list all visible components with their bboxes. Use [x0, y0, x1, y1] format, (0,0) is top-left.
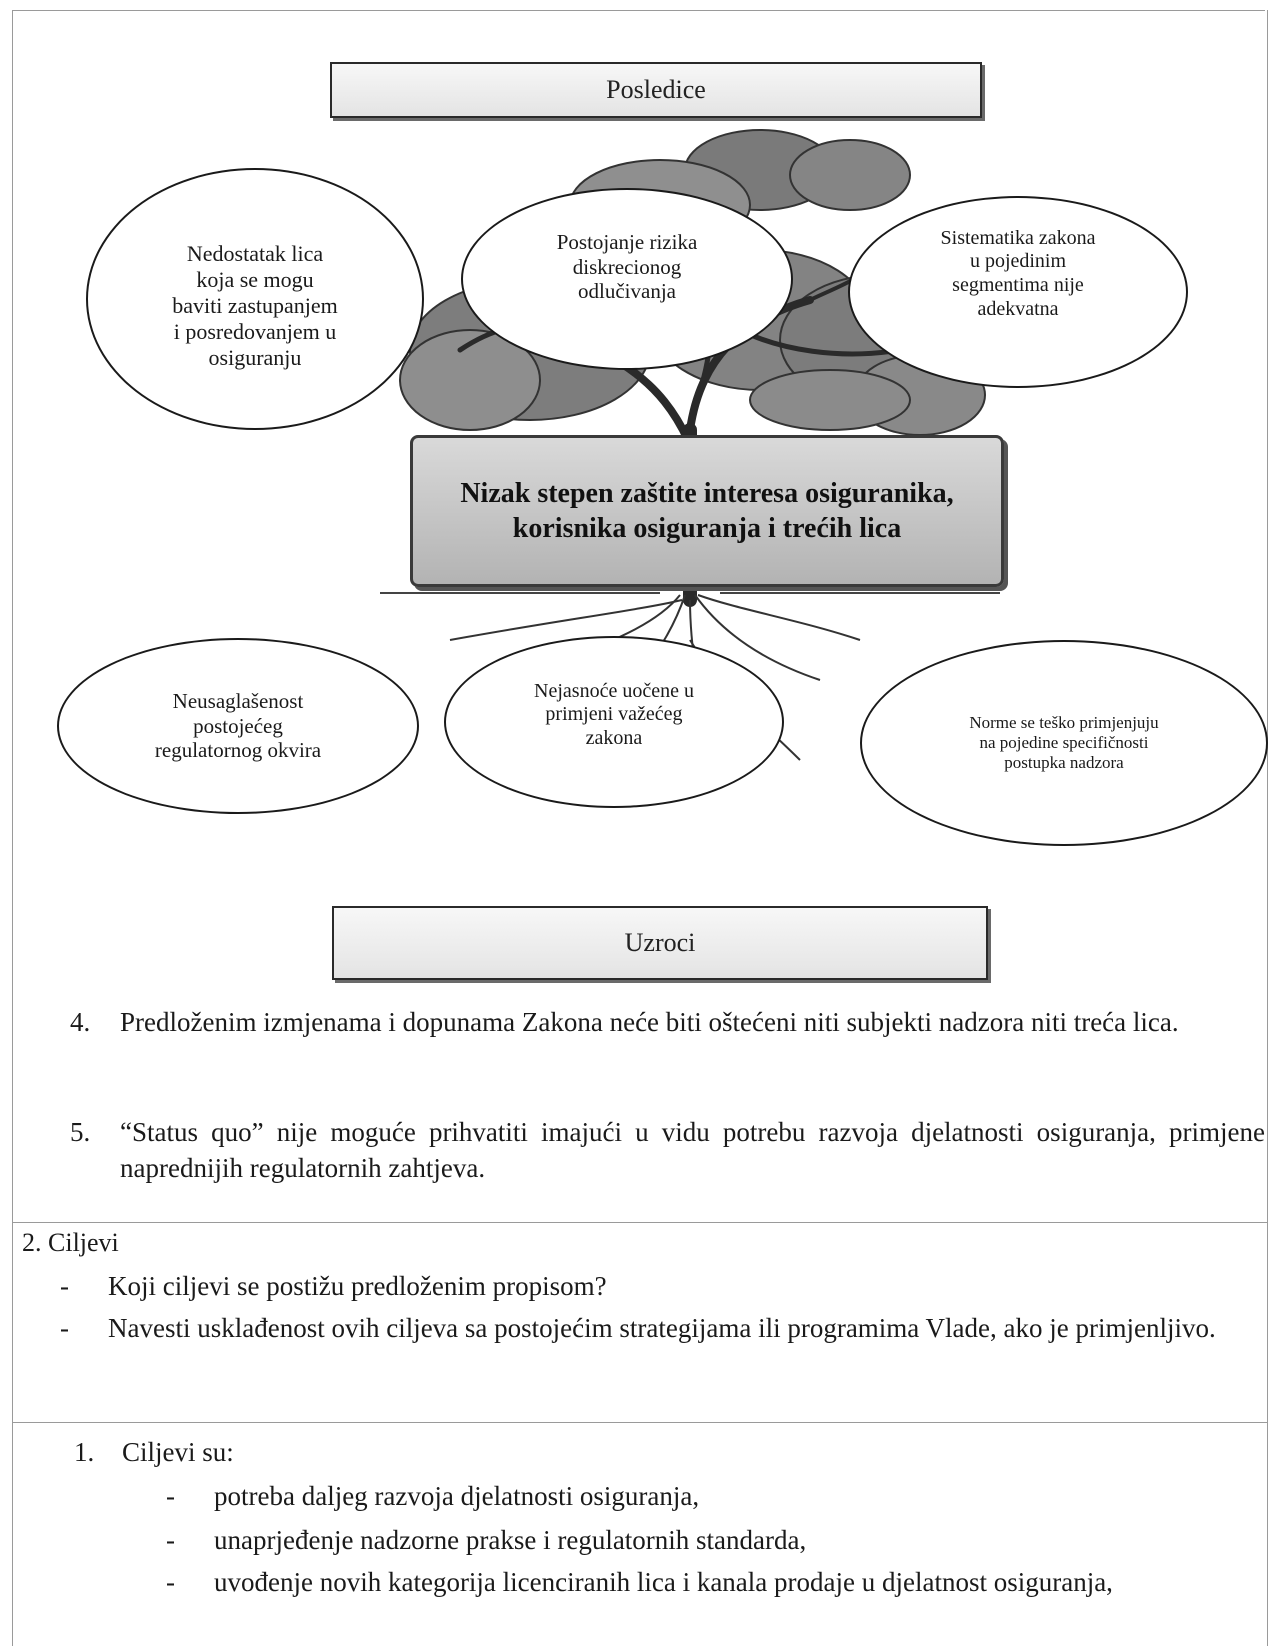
cause-ellipse-1: Neusaglašenost postojećeg regulatornog o…	[57, 638, 419, 814]
goal-text: potreba daljeg razvoja djelatnosti osigu…	[214, 1481, 700, 1511]
cause-2-line-1: Nejasnoće uočene u	[534, 679, 694, 702]
causes-label: Uzroci	[332, 906, 988, 980]
consequence-3-line-2: u pojedinim	[969, 250, 1067, 273]
goal-item: - uvođenje novih kategorija licenciranih…	[166, 1562, 1266, 1602]
goal-text: unaprjeđenje nadzorne prakse i regulator…	[214, 1525, 807, 1555]
goal-item: - potreba daljeg razvoja djelatnosti osi…	[166, 1476, 1266, 1516]
goal-item: - unaprjeđenje nadzorne prakse i regulat…	[166, 1520, 1266, 1560]
goal-text: uvođenje novih kategorija licenciranih l…	[214, 1567, 1113, 1597]
consequence-1-line-1: Nedostatak lica	[186, 241, 324, 267]
cause-2-line-2: primjeni važećeg	[545, 703, 683, 726]
question-item: - Navesti usklađenost ovih ciljeva sa po…	[60, 1310, 1265, 1346]
question-text: Koji ciljevi se postižu predloženim prop…	[108, 1271, 607, 1301]
dash-bullet: -	[60, 1271, 69, 1301]
consequence-1-line-4: i posredovanjem u	[173, 318, 337, 344]
section-heading: 2. Ciljevi	[22, 1228, 119, 1257]
question-item: - Koji ciljevi se postižu predloženim pr…	[60, 1268, 1265, 1304]
section-divider	[12, 1422, 1267, 1423]
dash-bullet: -	[166, 1481, 175, 1511]
cause-ellipse-3: Norme se teško primjenjuju na pojedine s…	[860, 640, 1268, 846]
point-text: “Status quo” nije moguće prihvatiti imaj…	[120, 1117, 1265, 1183]
dash-bullet: -	[60, 1313, 69, 1343]
dash-bullet: -	[166, 1567, 175, 1597]
point-number: 4.	[70, 1007, 91, 1037]
consequence-3-line-3: segmentima nije	[952, 274, 1084, 296]
cause-2-line-3: zakona	[585, 726, 643, 749]
page-frame-right	[1267, 10, 1268, 1646]
goals-title: Ciljevi su:	[122, 1437, 234, 1467]
cause-1-line-3: regulatornog okvira	[154, 738, 322, 763]
consequence-ellipse-1: Nedostatak lica koja se mogu baviti zast…	[86, 168, 424, 430]
page-frame-top	[12, 10, 1265, 11]
goals-heading: 1. Ciljevi su:	[74, 1434, 234, 1470]
consequence-ellipse-3: Sistematika zakona u pojedinim segmentim…	[848, 196, 1188, 388]
page-frame-left	[12, 10, 13, 1646]
core-problem-line-1: Nizak stepen zaštite interesa osiguranik…	[460, 478, 954, 509]
consequence-3-line-4: adekvatna	[977, 297, 1059, 320]
consequences-label: Posledice	[330, 62, 982, 118]
consequence-ellipse-2: Postojanje rizika diskrecionog odlučivan…	[461, 188, 793, 370]
section-divider	[12, 1222, 1267, 1223]
point-text: Predloženim izmjenama i dopunama Zakona …	[120, 1007, 1179, 1037]
cause-1-line-2: postojećeg	[193, 713, 283, 738]
goals-number: 1.	[74, 1437, 95, 1467]
cause-3-line-3: postupka nadzora	[1004, 753, 1124, 773]
numbered-point-5: 5. “Status quo” nije moguće prihvatiti i…	[70, 1114, 1265, 1186]
consequence-2-line-3: odlučivanja	[578, 279, 676, 304]
core-problem-line-2: korisnika osiguranja i trećih lica	[512, 513, 902, 544]
cause-3-line-1: Norme se teško primjenjuju	[969, 712, 1159, 732]
core-problem-box: Nizak stepen zaštite interesa osiguranik…	[410, 435, 1004, 587]
consequence-3-line-1: Sistematika zakona	[940, 226, 1096, 249]
question-text: Navesti usklađenost ovih ciljeva sa post…	[108, 1313, 1216, 1343]
consequence-2-line-1: Postojanje rizika	[556, 229, 698, 254]
consequence-2-line-2: diskrecionog	[572, 254, 682, 279]
numbered-point-4: 4. Predloženim izmjenama i dopunama Zako…	[70, 1004, 1265, 1040]
dash-bullet: -	[166, 1525, 175, 1555]
consequence-1-line-3: baviti zastupanjem	[172, 293, 338, 319]
cause-3-line-2: na pojedine specifičnosti	[979, 732, 1149, 752]
cause-ellipse-2: Nejasnoće uočene u primjeni važećeg zako…	[444, 636, 784, 808]
point-number: 5.	[70, 1117, 91, 1147]
consequence-1-line-2: koja se mogu	[196, 267, 314, 293]
cause-1-line-1: Neusaglašenost	[172, 688, 304, 713]
consequence-1-line-5: osiguranju	[208, 344, 302, 370]
